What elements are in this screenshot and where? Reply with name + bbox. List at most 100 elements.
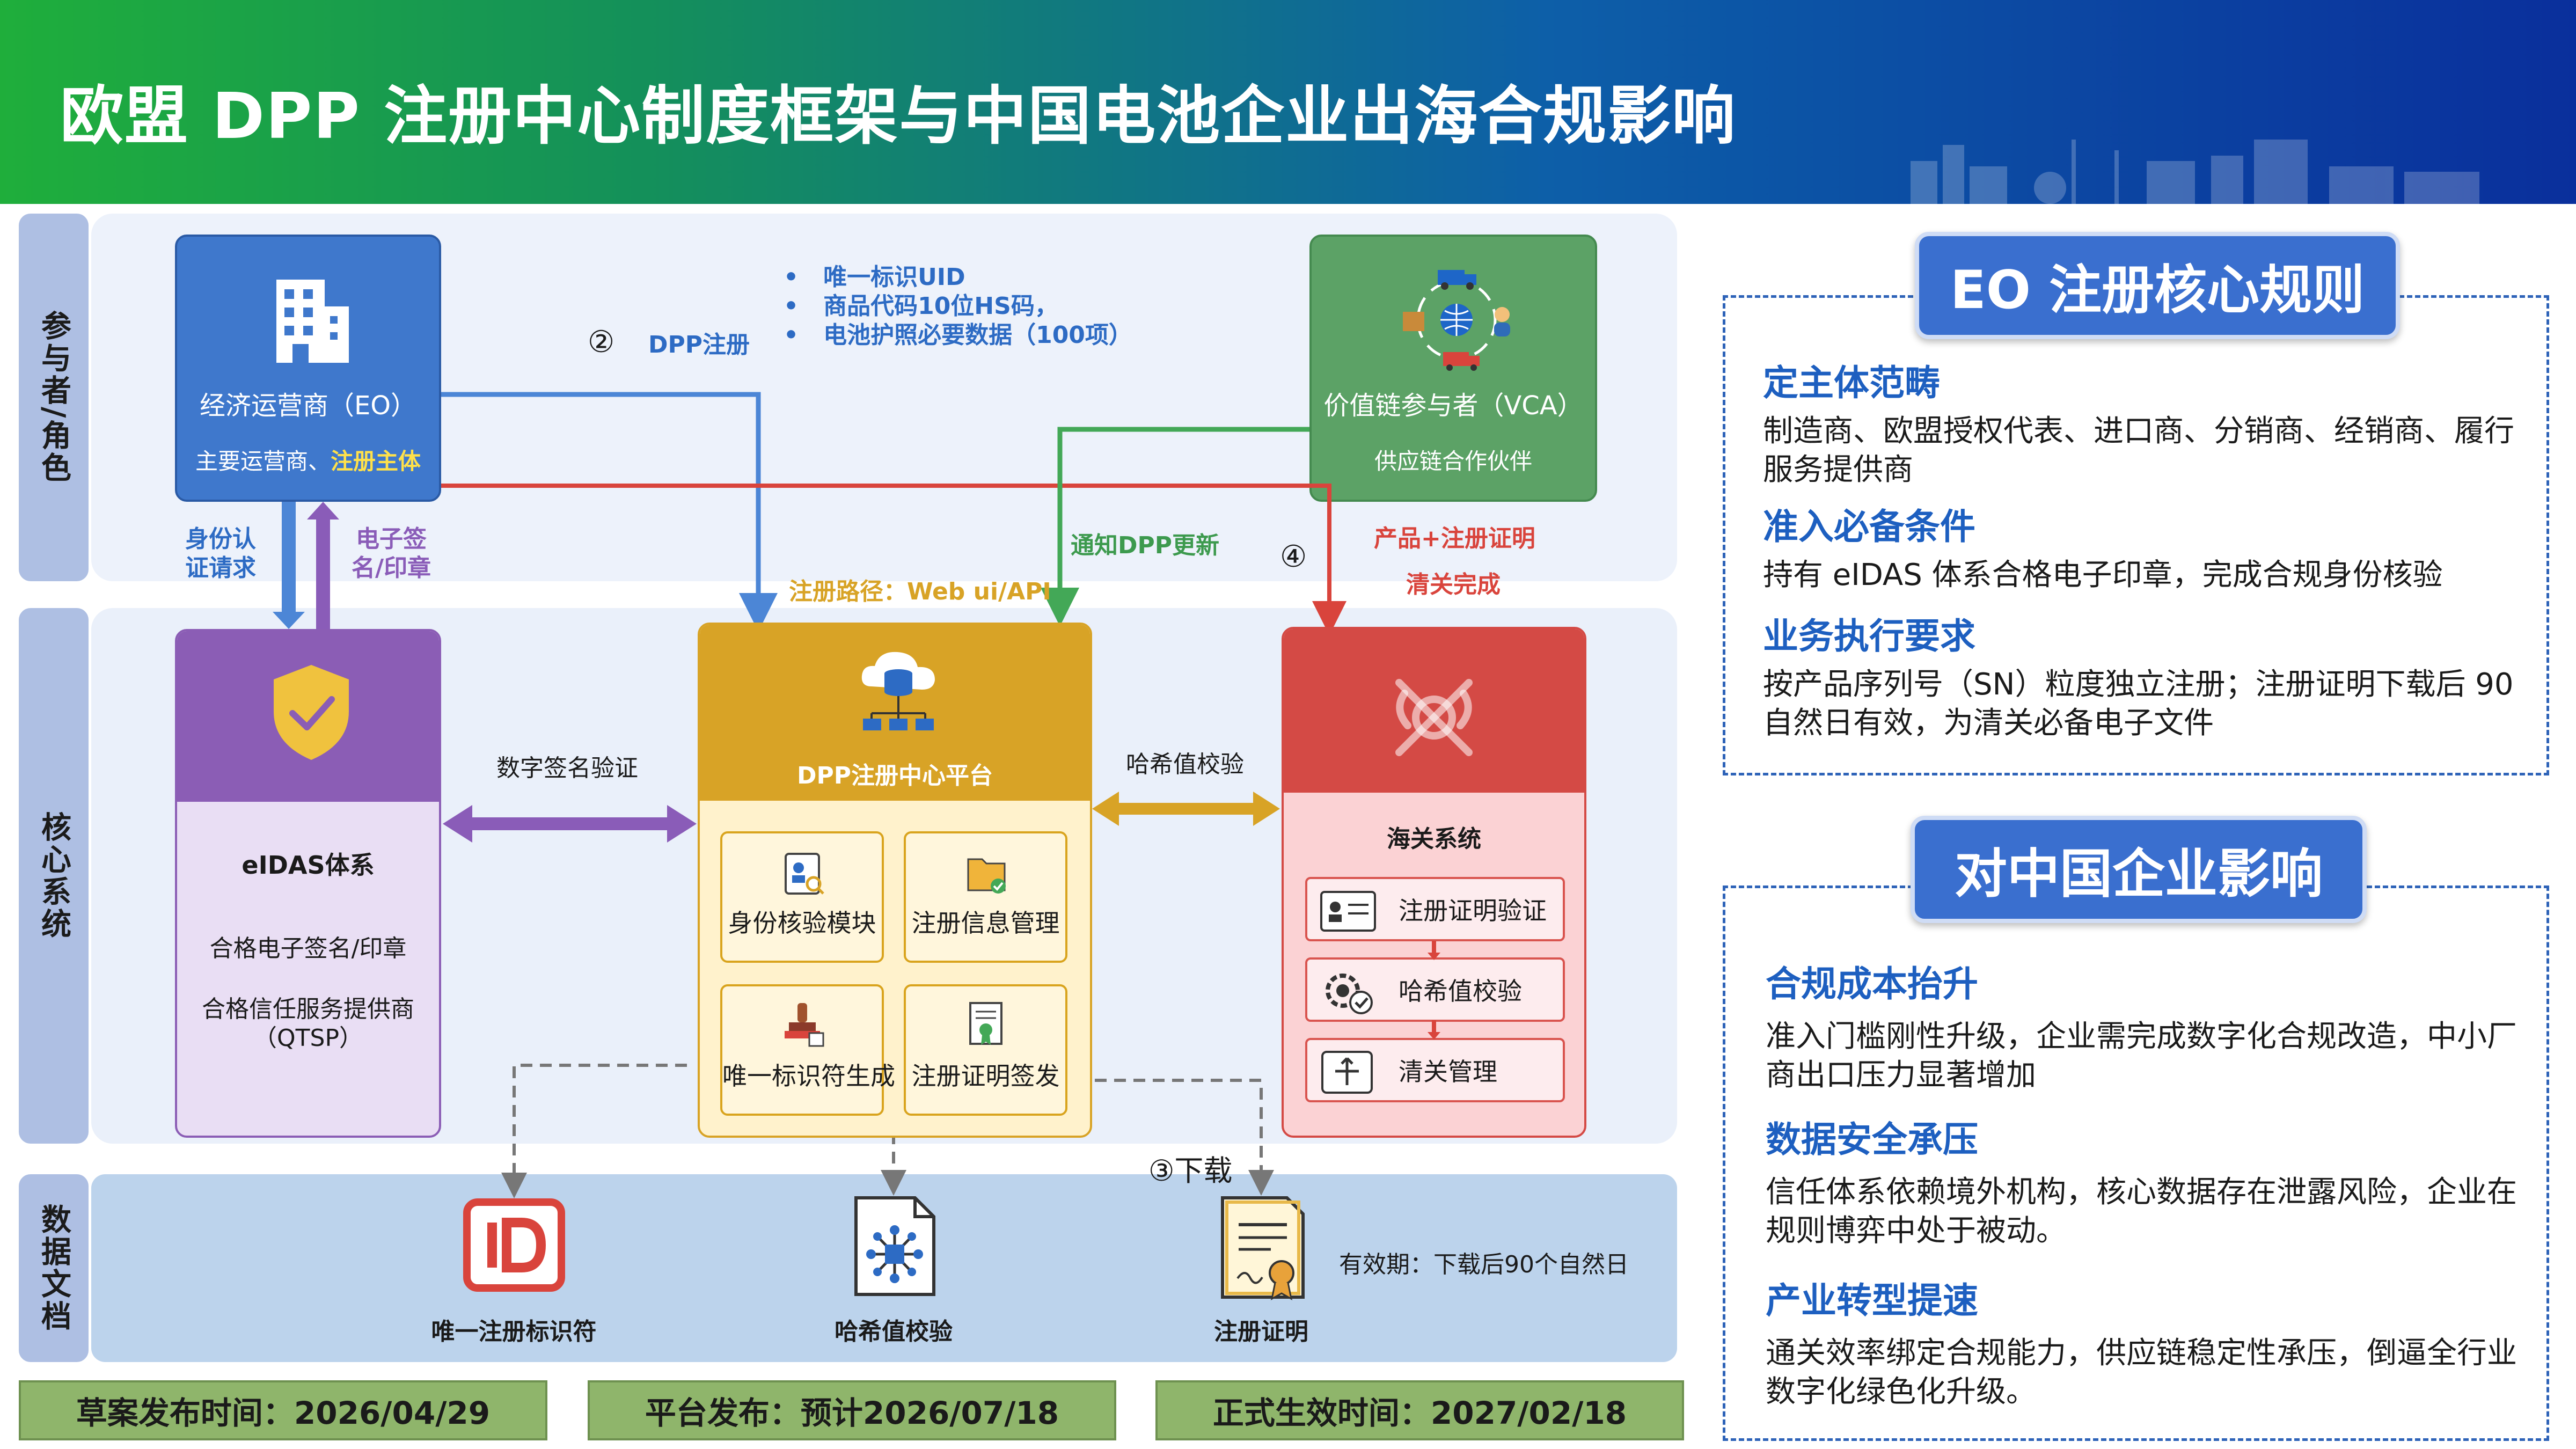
arrow-hash-check-left [1092,792,1119,826]
registration-data-bullets: • 唯一标识UID • 商品代码10位HS码， • 电池护照必要数据（100项） [784,263,1132,350]
dpp-registration-label: DPP注册 [648,331,750,358]
customs-box: 海关系统 注册证明验证 哈希值校验 清关管理 [1282,627,1586,1138]
signature-verify-label: 数字签名验证 [496,755,638,782]
arrow-signature-verify-right [667,805,697,843]
step-4-number: ④ [1280,539,1307,574]
esign-label-line1: 电子签 [356,525,427,553]
arrow-cert-doc [1095,1079,1274,1196]
stamp-icon [785,1003,824,1047]
sidebar-participants-label: 参与者/角色 [36,310,71,485]
bullet-item: • 电池护照必要数据（100项） [784,321,1132,349]
module-uid-generate: 唯一标识符生成 [720,984,895,1116]
cloud-database-icon [861,652,935,730]
cert-doc-label: 注册证明 [1214,1318,1308,1345]
sidebar-core-systems: 核心系统 [19,608,89,1144]
impact-text: 准入门槛刚性升级，企业需完成数字化合规改造，中小厂商出口压力显著增加 [1766,1019,2517,1093]
module-registration-info-label: 注册信息管理 [911,909,1060,938]
sidebar-core-systems-label: 核心系统 [36,811,71,940]
impact-text: 通关效率绑定合规能力，供应链稳定性承压，倒逼全行业数字化绿色化升级。 [1766,1336,2517,1409]
gear-check-icon [1326,974,1373,1014]
uid-badge-icon [463,1198,565,1292]
eo-rule-text: 持有 eIDAS 体系合格电子印章，完成合规身份核验 [1763,558,2443,592]
sidebar-participants: 参与者/角色 [19,214,89,581]
vca-subtitle: 供应链合作伙伴 [1374,448,1532,474]
impact-text: 信任体系依赖境外机构，核心数据存在泄露风险，企业在规则博弈中处于被动。 [1766,1175,2517,1248]
clearance-done-label: 清关完成 [1406,571,1501,598]
arrow-identity-request-head [273,612,305,629]
supply-chain-icon [1403,270,1510,371]
module-cert-issue-label: 注册证明签发 [911,1062,1060,1091]
customs-module-cert-verify: 注册证明验证 [1305,877,1565,941]
module-cert-issue: 注册证明签发 [904,984,1067,1116]
eo-rules-list: 定主体范畴 制造商、欧盟授权代表、进口商、分销商、经销商、履行服务提供商 准入必… [1763,354,2525,743]
china-impact-list: 合规成本抬升 准入门槛刚性升级，企业需完成数字化合规改造，中小厂商出口压力显著增… [1766,955,2528,1411]
customs-module-clearance-label: 清关管理 [1399,1057,1497,1086]
impact-heading: 产业转型提速 [1766,1280,1978,1321]
dpp-platform-box: DPP注册中心平台 身份核验模块 注册信息管理 唯一标识符生成 注册证明签发 [698,623,1092,1138]
impact-heading: 合规成本抬升 [1766,963,1978,1005]
download-label: ③下载 [1148,1154,1233,1188]
module-uid-generate-label: 唯一标识符生成 [722,1062,895,1091]
customs-flow-arrows [1428,941,1440,1040]
customs-emblem-icon [1395,679,1473,756]
hash-check-label: 哈希值校验 [1126,751,1244,778]
arrow-dpp-registration [441,392,778,632]
uid-doc-label: 唯一注册标识符 [431,1318,597,1345]
arrow-hash-check-right [1253,792,1280,826]
customs-module-clearance: 清关管理 [1305,1038,1565,1102]
esign-label: 电子签 名/印章 [352,525,431,583]
product-cert-label: 产品+注册证明 [1374,525,1535,552]
cert-validity-label: 有效期：下载后90个自然日 [1339,1251,1629,1278]
page-title: 欧盟 DPP 注册中心制度框架与中国电池企业出海合规影响 [60,79,1737,153]
arrow-uid-doc [501,1064,687,1198]
arrow-notify-dpp [1057,427,1309,617]
eidas-item-qtsp-abbr: （QTSP） [253,1024,363,1052]
cert-verify-icon [1320,891,1376,932]
customs-module-cert-verify-label: 注册证明验证 [1399,896,1547,925]
eo-subtitle-prefix: 主要运营商、 [195,448,331,474]
eidas-title: eIDAS体系 [241,851,375,880]
eo-title: 经济运营商（EO） [199,391,417,421]
bullet-item: • 商品代码10位HS码， [784,292,1058,320]
eo-subtitle: 主要运营商、注册主体 [177,443,439,476]
bullet-item-text: 唯一标识UID [823,264,965,291]
registration-path-label: 注册路径：Web ui/API [789,578,1051,605]
timeline-draft: 草案发布时间：2026/04/29 [19,1380,547,1440]
module-registration-info: 注册信息管理 [904,831,1067,963]
eo-rule-heading: 准入必备条件 [1763,506,1975,547]
certificate-icon [969,1002,1002,1045]
identity-request-label-line1: 身份认 [185,525,256,553]
shield-check-icon [274,665,349,760]
arrow-esign-head [307,502,339,519]
arrow-signature-verify-left [443,805,472,843]
header-banner: 欧盟 DPP 注册中心制度框架与中国电池企业出海合规影响 [0,0,2576,204]
eidas-box: eIDAS体系 合格电子签名/印章 合格信任服务提供商 （QTSP） [175,629,441,1138]
folder-check-icon [967,858,1006,894]
vca-box: 价值链参与者（VCA） 供应链合作伙伴 [1309,235,1597,502]
sidebar-data-docs-label: 数据文档 [36,1204,71,1333]
vca-title: 价值链参与者（VCA） [1323,391,1583,421]
module-identity-verify-label: 身份核验模块 [728,909,876,938]
china-impact-title: 对中国企业影响 [1911,816,2367,923]
eo-rule-text: 按产品序列号（SN）粒度独立注册；注册证明下载后 90 自然日有效，为清关必备电… [1763,667,2514,741]
bullet-item: • 唯一标识UID [784,264,965,291]
clearance-icon [1321,1051,1373,1094]
eo-rules-title: EO 注册核心规则 [1915,232,2400,339]
customs-module-hash-check-label: 哈希值校验 [1399,977,1522,1006]
eo-box: 经济运营商（EO） 主要运营商、注册主体 [175,235,441,502]
step-2-number: ② [588,325,615,360]
hash-doc-label: 哈希值校验 [835,1318,953,1345]
flow-arrows [273,392,1346,1198]
eo-subtitle-highlight: 注册主体 [331,448,421,474]
building-icon [276,280,349,363]
notify-dpp-label: 通知DPP更新 [1071,532,1220,559]
impact-heading: 数据安全承压 [1766,1119,1978,1160]
customs-module-hash-check: 哈希值校验 [1305,957,1565,1022]
identity-request-label-line2: 证请求 [185,554,256,582]
city-skyline-decoration [1911,140,2479,204]
eo-rule-text: 制造商、欧盟授权代表、进口商、分销商、经销商、履行服务提供商 [1763,414,2514,487]
esign-label-line2: 名/印章 [352,554,431,582]
dpp-platform-title: DPP注册中心平台 [796,762,993,789]
timeline-platform: 平台发布：预计2026/07/18 [588,1380,1116,1440]
hash-document-icon [854,1196,935,1296]
